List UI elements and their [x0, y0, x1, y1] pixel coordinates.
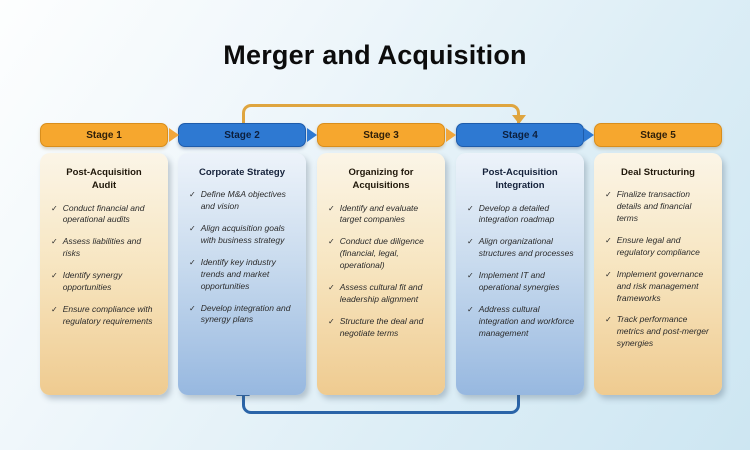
check-icon: ✓ — [51, 203, 58, 213]
list-item: ✓ Identify key industry trends and marke… — [189, 257, 297, 293]
check-icon: ✓ — [189, 190, 196, 200]
arrow-right-icon — [446, 128, 456, 142]
check-icon: ✓ — [467, 237, 474, 247]
list-item: ✓ Develop integration and synergy plans — [189, 303, 297, 327]
stage-pill-4: Stage 4 — [456, 123, 584, 147]
bullet-text: Finalize transaction details and financi… — [616, 189, 692, 224]
stage-1-label: Stage 1 — [86, 129, 122, 141]
list-item: ✓ Develop a detailed integration roadmap — [467, 203, 575, 227]
list-item: ✓ Define M&A objectives and vision — [189, 189, 297, 213]
arrow-right-icon — [584, 128, 594, 142]
check-icon: ✓ — [605, 315, 612, 325]
bullet-text: Track performance metrics and post-merge… — [616, 314, 709, 349]
check-icon: ✓ — [328, 203, 335, 213]
bullet-text: Implement IT and operational synergies — [478, 270, 560, 293]
bullet-text: Implement governance and risk management… — [616, 268, 704, 303]
bullet-text: Address cultural integration and workfor… — [478, 303, 575, 338]
stage-5-card: Deal Structuring ✓ Finalize transaction … — [594, 153, 722, 395]
arrow-right-icon — [307, 128, 317, 142]
card-title: Corporate Strategy — [198, 167, 286, 178]
bullet-text: Conduct due diligence (financial, legal,… — [339, 236, 424, 271]
arrow-right-icon — [169, 128, 179, 142]
stage-2-label: Stage 2 — [224, 129, 260, 141]
list-item: ✓ Finalize transaction details and finan… — [605, 189, 713, 225]
stage-5-label: Stage 5 — [640, 129, 676, 141]
bullet-text: Structure the deal and negotiate terms — [339, 315, 424, 338]
bullet-text: Define M&A objectives and vision — [200, 189, 286, 212]
feedback-connector-top — [242, 104, 520, 124]
bullet-text: Develop integration and synergy plans — [200, 302, 291, 325]
list-item: ✓ Align acquisition goals with business … — [189, 223, 297, 247]
check-icon: ✓ — [189, 224, 196, 234]
bullet-text: Assess liabilities and risks — [62, 236, 142, 259]
stage-4-label: Stage 4 — [502, 129, 538, 141]
stage-3-card: Organizing for Acquisitions ✓ Identify a… — [317, 153, 445, 395]
card-title: Post-Acquisition Integration — [482, 167, 558, 192]
bullet-text: Ensure compliance with regulatory requir… — [62, 303, 153, 326]
bullet-text: Align organizational structures and proc… — [478, 236, 574, 259]
bullet-text: Assess cultural fit and leadership align… — [339, 282, 423, 304]
stage-pill-2: Stage 2 — [178, 123, 306, 147]
check-icon: ✓ — [328, 283, 335, 293]
list-item: ✓ Structure the deal and negotiate terms — [328, 316, 436, 340]
list-item: ✓ Ensure compliance with regulatory requ… — [51, 304, 159, 328]
check-icon: ✓ — [51, 304, 58, 314]
list-item: ✓ Align organizational structures and pr… — [467, 236, 575, 260]
check-icon: ✓ — [189, 303, 196, 313]
stage-3-label: Stage 3 — [363, 129, 399, 141]
list-item: ✓ Assess liabilities and risks — [51, 236, 159, 260]
page-title: Merger and Acquisition — [223, 40, 527, 70]
card-title: Deal Structuring — [621, 167, 695, 178]
list-item: ✓ Ensure legal and regulatory compliance — [605, 235, 713, 259]
card-title: Post-Acquisition Audit — [66, 167, 142, 192]
check-icon: ✓ — [467, 271, 474, 281]
list-item: ✓ Address cultural integration and workf… — [467, 304, 575, 340]
arrow-down-icon — [512, 115, 526, 124]
list-item: ✓ Assess cultural fit and leadership ali… — [328, 282, 436, 306]
bullet-text: Identify synergy opportunities — [62, 270, 123, 293]
list-item: ✓ Track performance metrics and post-mer… — [605, 314, 713, 350]
check-icon: ✓ — [51, 271, 58, 281]
feedback-connector-bottom — [242, 395, 520, 414]
check-icon: ✓ — [605, 235, 612, 245]
check-icon: ✓ — [605, 269, 612, 279]
list-item: ✓ Conduct financial and operational audi… — [51, 203, 159, 227]
bullet-text: Identify key industry trends and market … — [200, 256, 276, 291]
check-icon: ✓ — [467, 304, 474, 314]
check-icon: ✓ — [189, 257, 196, 267]
stage-1-card: Post-Acquisition Audit ✓ Conduct financi… — [40, 153, 168, 395]
bullet-text: Ensure legal and regulatory compliance — [616, 234, 700, 257]
check-icon: ✓ — [605, 190, 612, 200]
check-icon: ✓ — [328, 237, 335, 247]
stage-pill-3: Stage 3 — [317, 123, 445, 147]
check-icon: ✓ — [467, 203, 474, 213]
bullet-text: Conduct financial and operational audits — [62, 202, 145, 225]
stage-2-card: Corporate Strategy ✓ Define M&A objectiv… — [178, 153, 306, 395]
bullet-text: Identify and evaluate target companies — [339, 202, 419, 225]
check-icon: ✓ — [51, 237, 58, 247]
stage-4-card: Post-Acquisition Integration ✓ Develop a… — [456, 153, 584, 395]
bullet-text: Develop a detailed integration roadmap — [478, 202, 555, 225]
list-item: ✓ Identify synergy opportunities — [51, 270, 159, 294]
list-item: ✓ Implement IT and operational synergies — [467, 270, 575, 294]
list-item: ✓ Identify and evaluate target companies — [328, 203, 436, 227]
bullet-text: Align acquisition goals with business st… — [200, 223, 285, 245]
list-item: ✓ Implement governance and risk manageme… — [605, 269, 713, 305]
list-item: ✓ Conduct due diligence (financial, lega… — [328, 236, 436, 272]
stage-pill-5: Stage 5 — [594, 123, 722, 147]
check-icon: ✓ — [328, 316, 335, 326]
card-title: Organizing for Acquisitions — [348, 167, 414, 192]
stage-pill-1: Stage 1 — [40, 123, 168, 147]
